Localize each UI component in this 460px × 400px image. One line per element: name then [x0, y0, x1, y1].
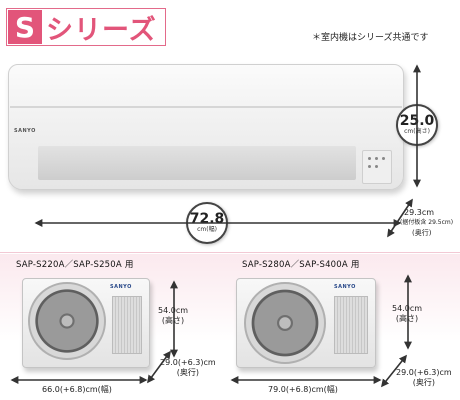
outdoor-left-model: SAP-S220A／SAP-S250A 用: [16, 260, 134, 270]
outdoor-right-grille: [334, 296, 368, 354]
indoor-width-marker: 72.8 cm(幅): [186, 202, 228, 244]
series-badge: S シリーズ: [6, 8, 166, 46]
indoor-height-marker: 25.0 cm(高さ): [396, 104, 438, 146]
indoor-width-value: 72.8: [189, 211, 225, 227]
common-indoor-note: ＊室内機はシリーズ共通です: [312, 33, 429, 43]
outdoor-right-depth-label: 29.0(+6.3)cm (奥行): [396, 368, 452, 388]
indoor-depth-line2: (据付板含 29.5cm): [400, 219, 454, 226]
outdoor-right-height-line2: (高さ): [395, 314, 419, 323]
outdoor-left-depth-line1: 29.0(+6.3)cm: [160, 358, 216, 367]
outdoor-left-depth-label: 29.0(+6.3)cm (奥行): [160, 358, 216, 378]
indoor-depth-label: 29.3cm (据付板含 29.5cm) (奥行): [400, 208, 453, 238]
outdoor-right-width-label: 79.0(+6.8)cm(幅): [268, 385, 338, 394]
series-letter: S: [8, 10, 42, 44]
outdoor-left-fan: [28, 282, 106, 360]
outdoor-left-height-line2: (高さ): [161, 316, 185, 325]
outdoor-left-grille: [112, 296, 142, 354]
outdoor-right-brand: SANYO: [334, 284, 356, 290]
indoor-depth-line3: (奥行): [412, 229, 432, 237]
indoor-unit-panel: [38, 146, 356, 180]
outdoor-left-brand: SANYO: [110, 284, 132, 290]
outdoor-right-depth-line1: 29.0(+6.3)cm: [396, 368, 452, 377]
indoor-depth-line1: 29.3cm: [404, 208, 435, 217]
indoor-unit-seam: [10, 106, 402, 108]
outdoor-right-fan: [244, 282, 326, 364]
series-suffix: シリーズ: [46, 14, 157, 46]
outdoor-left-height-label: 54.0cm (高さ): [158, 306, 188, 326]
outdoor-right-depth-line2: (奥行): [412, 378, 435, 387]
outdoor-right-height-label: 54.0cm (高さ): [392, 304, 422, 324]
outdoor-left-depth-line2: (奥行): [176, 368, 199, 377]
outdoor-left-height-line1: 54.0cm: [158, 306, 189, 315]
indoor-height-value: 25.0: [399, 113, 435, 129]
outdoor-right-model: SAP-S280A／SAP-S400A 用: [242, 260, 360, 270]
outdoor-right-height-line1: 54.0cm: [392, 304, 423, 313]
indoor-brand-logo: SANYO: [14, 128, 36, 134]
outdoor-left-width-label: 66.0(+6.8)cm(幅): [42, 385, 112, 394]
indoor-width-unit: cm(幅): [197, 226, 217, 233]
indoor-unit-display: [362, 150, 392, 184]
section-divider: [0, 252, 460, 253]
indoor-height-unit: cm(高さ): [404, 128, 430, 135]
